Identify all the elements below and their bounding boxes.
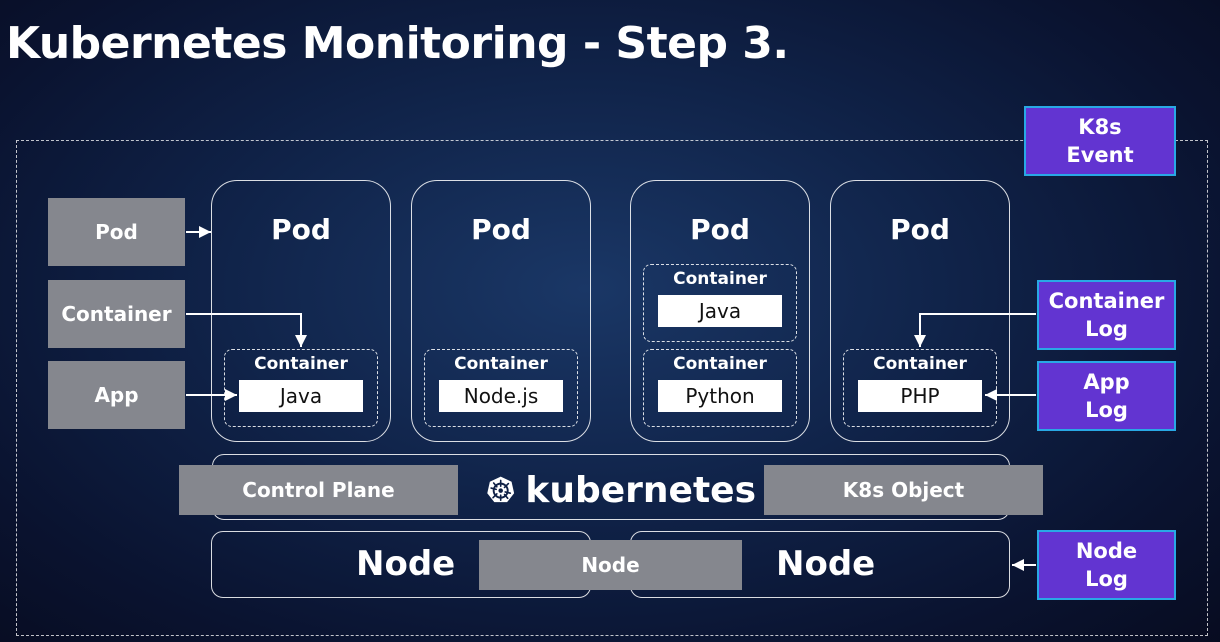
control-plane-box: Control Plane	[179, 465, 458, 515]
container-runtime-java: Java	[239, 380, 363, 412]
node-right-outline: Node	[630, 531, 1010, 598]
container-runtime-python: Python	[658, 380, 782, 412]
container-runtime-nodejs: Node.js	[439, 380, 563, 412]
node-left-label: Node	[356, 544, 456, 584]
k8s-object-box: K8s Object	[764, 465, 1043, 515]
container-runtime-java: Java	[658, 295, 782, 327]
node-middle-box: Node	[479, 540, 742, 590]
container-label: Container	[454, 354, 548, 374]
app-log-line2: Log	[1085, 398, 1128, 422]
pod-label: Pod	[890, 213, 950, 246]
container-box: Container Node.js	[424, 349, 578, 427]
page-title: Kubernetes Monitoring - Step 3.	[6, 18, 789, 69]
k8s-event-line1: K8s	[1078, 114, 1122, 139]
kubernetes-helm-icon	[487, 476, 515, 503]
container-label: Container	[673, 354, 767, 374]
container-label: Container	[673, 269, 767, 289]
pod-2: Pod Container Node.js	[411, 180, 591, 442]
container-box: Container PHP	[843, 349, 997, 427]
k8s-event-line2: Event	[1066, 143, 1134, 167]
container-box: Container Java	[643, 264, 797, 342]
container-box: Container Python	[643, 349, 797, 427]
container-runtime-php: PHP	[858, 380, 982, 412]
node-right-label: Node	[776, 544, 876, 584]
container-label: Container	[873, 354, 967, 374]
pod-label: Pod	[690, 213, 750, 246]
pod-1: Pod Container Java	[211, 180, 391, 442]
pod-label: Pod	[471, 213, 531, 246]
app-log-line1: App	[1083, 369, 1130, 394]
container-log-line1: Container	[1048, 288, 1165, 313]
arrow-container-log	[914, 313, 1036, 347]
arrow-container-source	[186, 313, 307, 347]
app-source-box: App	[48, 361, 185, 429]
container-label: Container	[254, 354, 348, 374]
node-log-line1: Node	[1075, 538, 1138, 563]
pod-3: Pod Container Java Container Python	[630, 180, 810, 442]
node-log-line2: Log	[1085, 567, 1128, 591]
cluster-frame	[16, 140, 1208, 636]
pod-4: Pod Container PHP	[830, 180, 1010, 442]
node-left-outline: Node	[211, 531, 591, 598]
container-box: Container Java	[224, 349, 378, 427]
container-source-box: Container	[48, 280, 185, 348]
kubernetes-wordmark: kubernetes	[525, 469, 756, 511]
pod-source-box: Pod	[48, 198, 185, 266]
pod-label: Pod	[271, 213, 331, 246]
kubernetes-brand: kubernetes	[486, 465, 756, 515]
container-log-line2: Log	[1085, 317, 1128, 341]
